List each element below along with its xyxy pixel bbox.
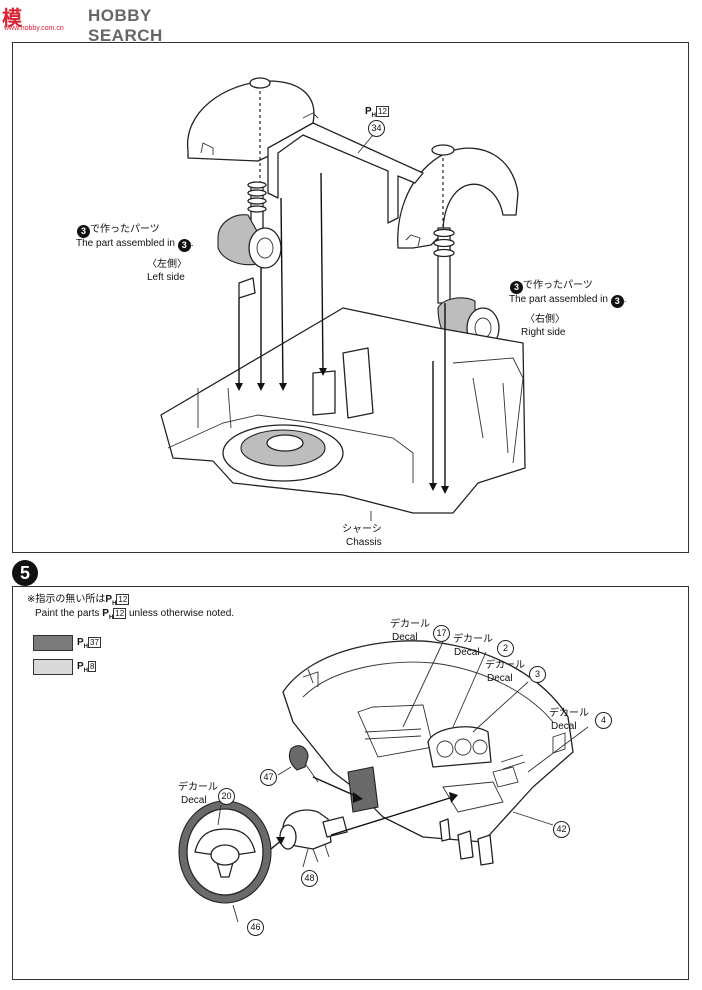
- left-side-en: Left side: [147, 272, 185, 283]
- left-assembly-en: The part assembled in 3.: [76, 238, 194, 252]
- right-side-jp: 〈右側〉: [525, 314, 565, 325]
- part-number-46: 46: [247, 919, 264, 936]
- decal-17-jp: デカール: [390, 619, 430, 630]
- decal-20-en: Decal: [181, 795, 207, 806]
- watermark-logo: 模: [2, 6, 22, 30]
- decal-20-jp: デカール: [178, 782, 218, 793]
- decal-3-en: Decal: [487, 673, 513, 684]
- step5-illustration: [178, 640, 589, 923]
- part-number-48: 48: [301, 870, 318, 887]
- left-side-jp: 〈左側〉: [147, 259, 187, 270]
- decal-number-20: 20: [218, 788, 235, 805]
- paint-ref: PH: [365, 106, 377, 119]
- right-assembly-en: The part assembled in 3.: [509, 294, 627, 308]
- decal-number-17: 17: [433, 625, 450, 642]
- swatch-light: [33, 659, 73, 675]
- part-number-34: 34: [368, 120, 385, 137]
- decal-2-jp: デカール: [453, 634, 493, 645]
- watermark-url: www.hobby.com.cn: [4, 25, 64, 32]
- decal-4-en: Decal: [551, 721, 577, 732]
- watermark-text: HOBBY SEARCH: [88, 6, 163, 45]
- decal-3-jp: デカール: [485, 660, 525, 671]
- decal-number-4: 4: [595, 712, 612, 729]
- step5-number: 5: [12, 560, 38, 586]
- decal-17-en: Decal: [392, 632, 418, 643]
- decal-4-jp: デカール: [549, 708, 589, 719]
- decal-number-2: 2: [497, 640, 514, 657]
- part-number-42: 42: [553, 821, 570, 838]
- step4-illustration: [160, 77, 526, 521]
- right-side-en: Right side: [521, 327, 566, 338]
- chassis-en: Chassis: [346, 537, 382, 548]
- decal-number-3: 3: [529, 666, 546, 683]
- part-number-47: 47: [260, 769, 277, 786]
- chassis-jp: シャーシ: [342, 524, 382, 535]
- swatch-dark: [33, 635, 73, 651]
- decal-2-en: Decal: [454, 647, 480, 658]
